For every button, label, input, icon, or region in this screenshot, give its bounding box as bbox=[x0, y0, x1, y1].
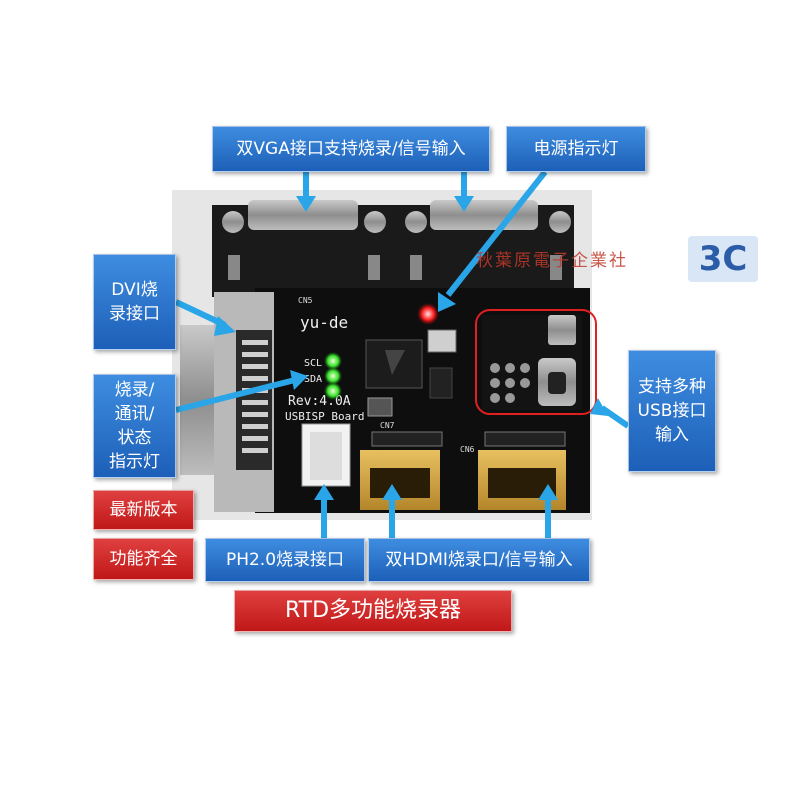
usb-highlight-box bbox=[475, 309, 597, 415]
button-component bbox=[367, 397, 393, 417]
power-led-label: 电源指示灯 bbox=[506, 126, 646, 172]
usb-connectors bbox=[482, 315, 582, 410]
u3-chip bbox=[429, 367, 453, 399]
ph20-connector bbox=[301, 423, 351, 487]
vga-connector-left bbox=[212, 200, 402, 297]
dvi-connector bbox=[180, 292, 274, 512]
usb-label: 支持多种 USB接口 输入 bbox=[628, 350, 716, 472]
status-led-2 bbox=[324, 367, 342, 385]
status-led-1 bbox=[324, 352, 342, 370]
cn5-text: CN5 bbox=[298, 296, 313, 305]
cn6-text: CN6 bbox=[460, 445, 475, 454]
hdmi-port-left bbox=[360, 450, 440, 510]
sda-text: SDA bbox=[304, 374, 322, 385]
callout-arrows bbox=[174, 170, 630, 538]
status-led-label: 烧录/ 通讯/ 状态 指示灯 bbox=[93, 374, 176, 478]
scl-text: SCL bbox=[304, 358, 322, 369]
status-led-3 bbox=[324, 382, 342, 400]
ph20-label: PH2.0烧录接口 bbox=[205, 538, 365, 582]
watermark-text: 秋葉原電子企業社 bbox=[476, 251, 628, 271]
board-rev-text: Rev:4.0A bbox=[288, 394, 351, 409]
dual-vga-label: 双VGA接口支持烧录/信号输入 bbox=[212, 126, 490, 172]
cn6-ribbon-connector bbox=[484, 431, 566, 447]
power-led bbox=[417, 303, 439, 325]
dvi-label: DVI烧 录接口 bbox=[93, 254, 176, 350]
small-chip bbox=[427, 329, 457, 353]
cn7-text: CN7 bbox=[380, 421, 395, 430]
hdmi-port-right bbox=[478, 450, 566, 510]
board-name-text: yu-de bbox=[300, 313, 348, 332]
watermark-logo: 3C bbox=[688, 236, 758, 282]
main-ic-chip bbox=[365, 339, 423, 389]
latest-version-label: 最新版本 bbox=[93, 490, 194, 530]
dual-hdmi-label: 双HDMI烧录口/信号输入 bbox=[368, 538, 590, 582]
full-function-label: 功能齐全 bbox=[93, 538, 194, 580]
vga-connector-right bbox=[402, 200, 574, 297]
product-title: RTD多功能烧录器 bbox=[234, 590, 512, 632]
board-model-text: USBISP Board bbox=[285, 410, 364, 423]
cn7-ribbon-connector bbox=[371, 431, 443, 447]
